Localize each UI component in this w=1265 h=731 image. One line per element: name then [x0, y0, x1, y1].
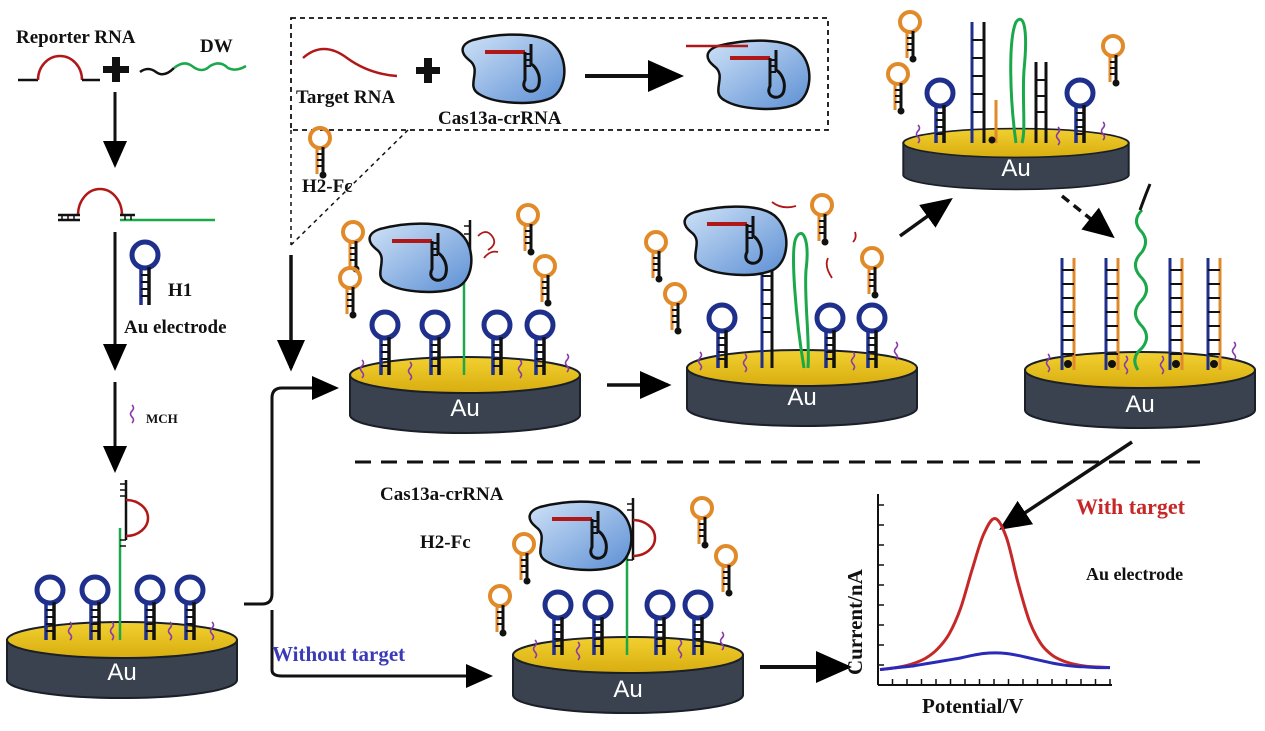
- dotted-arrow: [1060, 194, 1115, 239]
- activated-cas13a-icon: [705, 38, 812, 111]
- branch-bracket: [244, 386, 283, 678]
- au-label: Au: [787, 384, 816, 411]
- cas13a-crrna-label: Cas13a-crRNA: [438, 108, 562, 129]
- inset-pointer: [290, 129, 409, 246]
- plot-arrow: [999, 440, 1133, 530]
- cas13a-icon: [460, 32, 567, 105]
- dpv-plot: Current/nA Potential/V With target Au el…: [843, 494, 1186, 718]
- electrode-step-4: Au: [1024, 341, 1256, 429]
- h2-fc-label: H2-Fc: [302, 176, 353, 197]
- h2-fc-hairpin-icon: [1101, 34, 1125, 89]
- ferrocene-tag: [1064, 360, 1072, 368]
- target-rna-icon: [302, 47, 398, 78]
- h2-fc-hairpin-icon: [488, 584, 512, 639]
- cleaved-rna-fragments: [771, 201, 857, 279]
- electrode-left: Au: [6, 480, 238, 699]
- target-activation-inset: [290, 17, 829, 131]
- dna-duplex-columns: [1060, 258, 1222, 370]
- plus-icon: [103, 57, 129, 82]
- h2-fc-hairpin-icon: [308, 126, 332, 181]
- h2-fc-hairpin-icon: [516, 203, 540, 258]
- cas13a-crrna-lower-label: Cas13a-crRNA: [380, 484, 504, 505]
- au-label: Au: [613, 676, 642, 703]
- with-target-curve: [879, 517, 1111, 672]
- reporter-rna-icon: [18, 54, 100, 82]
- ferrocene-tag: [1108, 360, 1116, 368]
- h2-fc-hairpin-icon: [714, 544, 738, 599]
- au-label: Au: [1001, 155, 1030, 182]
- h2-fc-hairpin-icon: [533, 254, 557, 309]
- h2-fc-hairpin-icon: [898, 10, 922, 65]
- h2-fc-hairpin-icon: [644, 230, 668, 285]
- ferrocene-tag: [1210, 360, 1218, 368]
- step-arrow: [898, 197, 953, 238]
- h2-fc-hairpin-icon: [512, 532, 536, 587]
- au-label: Au: [450, 395, 479, 422]
- y-axis-label: Current/nA: [843, 568, 867, 675]
- cas13a-icon: [367, 221, 474, 294]
- h2-fc-hairpin-icon: [341, 220, 365, 275]
- au-label: Au: [1125, 391, 1154, 418]
- without-target-label: Without target: [272, 642, 405, 666]
- h2-fc-hairpin-icon: [860, 246, 884, 301]
- h2-fc-hairpin-icon: [690, 496, 714, 551]
- duplex-icon: [58, 187, 215, 222]
- electrode-step-2: Au: [686, 231, 918, 427]
- electrode-step-3: Au: [902, 17, 1130, 191]
- target-rna-label: Target RNA: [296, 87, 395, 108]
- au-electrode-plot-label: Au electrode: [1086, 564, 1183, 584]
- h2-fc-hairpin-icon: [338, 266, 362, 321]
- mch-label: MCH: [146, 411, 178, 426]
- h2-fc-hairpin-icon: [663, 282, 687, 337]
- with-target-label: With target: [1076, 494, 1186, 519]
- cas13a-icon: [682, 204, 789, 277]
- h2-fc-lower-label: H2-Fc: [420, 532, 471, 553]
- cas13a-icon: [527, 499, 634, 572]
- au-electrode-step-label: Au electrode: [124, 317, 227, 338]
- without-target-curve: [879, 651, 1111, 672]
- electrode-without-target: Au: [512, 498, 744, 714]
- plus-icon: [416, 58, 440, 83]
- released-dw-strand: [1133, 208, 1148, 371]
- h2-fc-hairpin-icon: [886, 62, 910, 117]
- h2-fc-hairpin-icon: [810, 193, 834, 248]
- ferrocene-tag: [1172, 360, 1180, 368]
- dw-label: DW: [200, 36, 233, 57]
- h1-hairpin-icon: [132, 242, 158, 305]
- x-axis-label: Potential/V: [922, 694, 1023, 718]
- dw-strand-icon: [139, 62, 247, 76]
- reporter-rna-label: Reporter RNA: [16, 27, 136, 48]
- mch-icon: [129, 404, 135, 424]
- h1-label: H1: [168, 280, 192, 301]
- au-label: Au: [107, 659, 136, 686]
